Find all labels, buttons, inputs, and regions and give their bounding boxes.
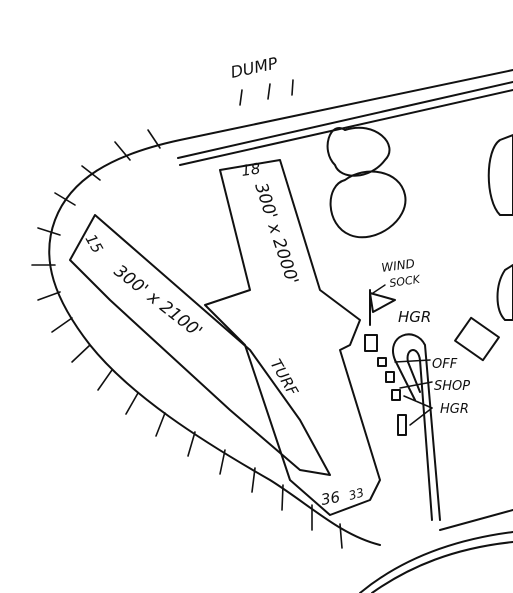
shop-building — [385, 371, 395, 383]
access-road — [359, 509, 513, 593]
large-building — [454, 316, 500, 362]
surface-turf-label: TURF — [267, 356, 302, 399]
tree-group — [326, 126, 513, 321]
wind-sock-label-line2: SOCK — [389, 273, 422, 290]
runway-18-number: 18 — [240, 159, 261, 179]
wind-sock-label-line1: WIND — [380, 256, 415, 275]
runway-36-number: 36 — [320, 488, 342, 509]
runway-33-number: 33 — [347, 485, 365, 502]
hangar-bottom-building-b — [397, 414, 407, 436]
office-building — [377, 357, 387, 367]
tree-icon — [496, 264, 513, 321]
runway-15-dimensions: 300' x 2100' — [110, 261, 206, 342]
runway-15-33 — [69, 214, 331, 476]
tree-icon — [329, 170, 407, 239]
wind-sock-icon — [369, 284, 396, 326]
runway-15-number: 15 — [82, 231, 107, 257]
hangar-top-building — [364, 334, 378, 352]
runway-18-dimensions: 300' x 2000' — [250, 180, 302, 287]
taxiway-loop — [392, 333, 441, 521]
boundary-hatch-marks — [31, 79, 343, 549]
label-arrows — [394, 359, 433, 426]
office-label: OFF — [432, 357, 458, 372]
hangar-bottom-building-a — [391, 389, 401, 401]
field-boundary — [48, 69, 513, 546]
dump-label: DUMP — [229, 53, 280, 82]
tree-icon — [326, 126, 391, 177]
hangar-bottom-label: HGR — [440, 402, 469, 417]
buildings — [364, 316, 500, 436]
tree-icon — [487, 134, 513, 216]
shop-label: SHOP — [434, 379, 470, 394]
runway-18-36 — [204, 159, 381, 516]
hangar-top-label: HGR — [398, 308, 431, 326]
